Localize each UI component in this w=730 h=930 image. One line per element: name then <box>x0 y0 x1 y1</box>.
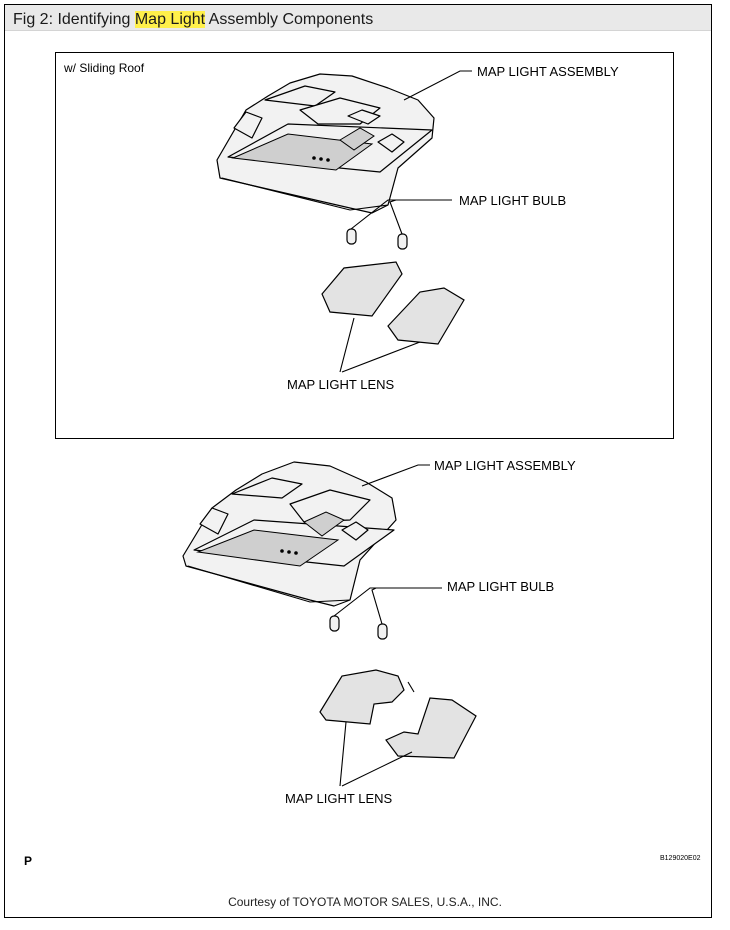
lower-assembly-label: MAP LIGHT ASSEMBLY <box>434 458 576 473</box>
upper-assembly-leader <box>403 70 472 101</box>
lower-map-light-bulbs <box>329 587 388 640</box>
lower-lens-label: MAP LIGHT LENS <box>285 791 393 806</box>
upper-lens-label: MAP LIGHT LENS <box>287 377 395 392</box>
lower-lens-leader <box>339 721 413 787</box>
upper-assembly-label: MAP LIGHT ASSEMBLY <box>477 64 619 79</box>
lower-assembly-leader <box>361 464 430 487</box>
lower-map-light-assembly <box>182 461 397 607</box>
title-prefix: Fig 2: Identifying <box>13 11 135 28</box>
title-bar <box>5 5 711 31</box>
drawing-code: B129020E02 <box>660 855 701 862</box>
title-suffix: Assembly Components <box>205 11 374 28</box>
upper-map-light-bulbs <box>346 199 408 250</box>
lower-map-light-lenses <box>319 669 477 759</box>
sliding-roof-panel <box>55 52 674 439</box>
corner-mark: P <box>24 854 33 868</box>
upper-bulb-label: MAP LIGHT BULB <box>459 193 567 208</box>
courtesy-line: Courtesy of TOYOTA MOTOR SALES, U.S.A., … <box>228 895 502 909</box>
upper-map-light-lenses <box>321 261 465 345</box>
upper-map-light-assembly <box>216 73 435 214</box>
sliding-roof-label: w/ Sliding Roof <box>64 61 145 75</box>
lower-bulb-label: MAP LIGHT BULB <box>447 579 555 594</box>
title-highlight: Map Light <box>134 11 206 28</box>
upper-lens-leader <box>339 317 421 373</box>
figure-title: Fig 2: Identifying Map Light Assembly Co… <box>13 9 373 31</box>
